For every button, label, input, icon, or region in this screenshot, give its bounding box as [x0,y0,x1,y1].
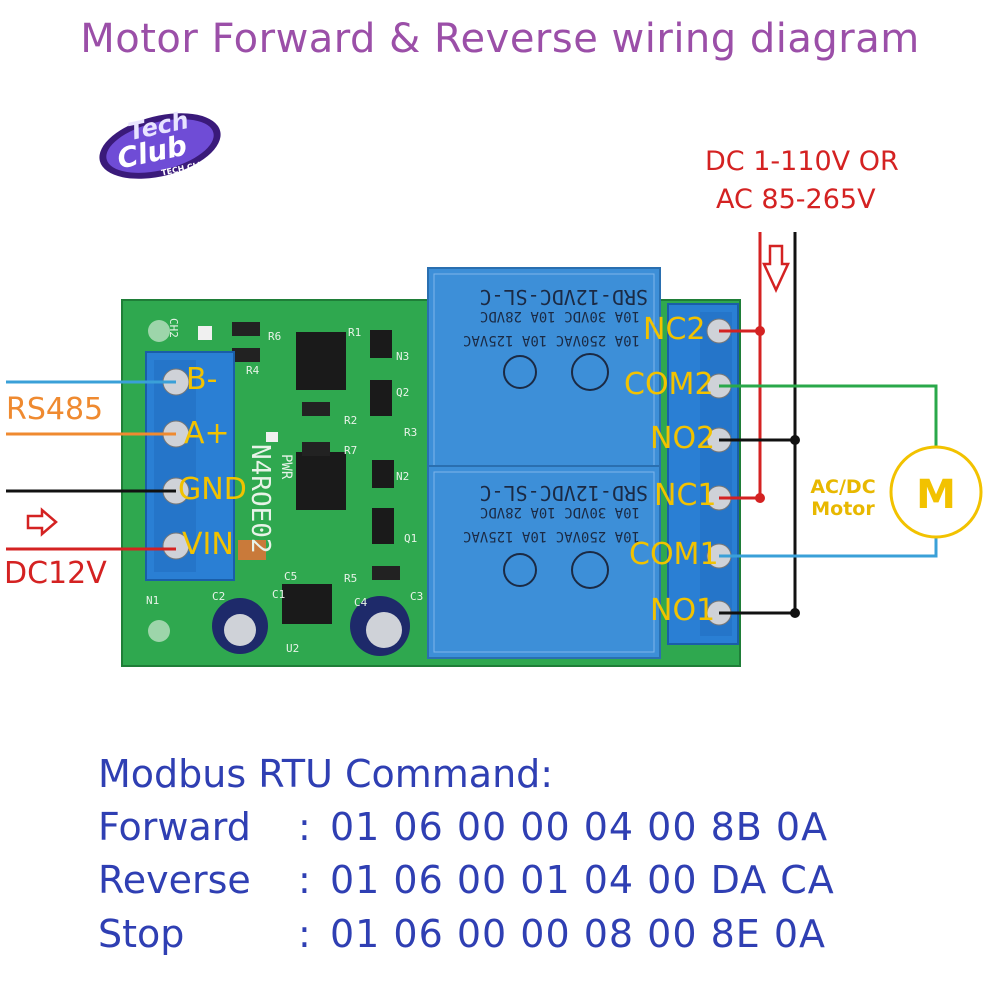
label-r5: R5 [344,572,357,585]
motor-symbol: M [916,472,956,518]
terminal-a-plus: A+ [184,416,230,451]
label-r6: R6 [268,330,281,343]
command-row-forward: Forward : 01 06 00 00 04 00 8B 0A [0,805,1000,855]
relay-2-rating-1: 10A 250VAC 10A 125VAC [463,332,640,348]
command-row-stop: Stop : 01 06 00 00 08 00 8E 0A [0,912,1000,962]
led-pwr [266,432,278,442]
relay-1-rating-2: 10A 30VDC 10A 28VDC [480,504,640,520]
mounting-hole [148,320,170,342]
board-model-text: N4ROE02 [245,444,275,554]
rs485-label: RS485 [6,392,104,427]
ic-chip [296,332,346,390]
terminal-no2: NO2 [650,421,716,456]
label-ch2: CH2 [167,318,180,338]
wire-com1-motor [719,538,938,558]
terminal-nc2: NC2 [643,312,706,347]
wiring-diagram: N4ROE02 PWR R1 R2 R3 R4 R5 R6 R7 N1 N2 N… [6,232,983,667]
transistor-n2 [372,460,394,488]
terminal-nc1: NC1 [654,478,717,513]
junction-nc1 [755,493,765,503]
command-bytes: 01 06 00 01 04 00 DA CA [330,858,835,902]
command-colon: : [298,858,311,902]
tech-club-logo: Tech Club TECH CLUB [99,106,221,179]
label-r7: R7 [344,444,357,457]
command-row-reverse: Reverse : 01 06 00 01 04 00 DA CA [0,858,1000,908]
resistor-r5 [372,566,400,580]
terminal-b-minus: B- [186,362,218,397]
relay-1-cert-mark [571,551,609,589]
relay-1 [427,465,661,659]
label-c2: C2 [212,590,225,603]
label-q2: Q2 [396,386,409,399]
terminal-vin: VIN [182,527,234,562]
screw-vin [162,532,190,560]
supply-label-line1: DC 1-110V OR [705,146,899,177]
command-bytes: 01 06 00 00 08 00 8E 0A [330,912,827,956]
modbus-header: Modbus RTU Command: [98,752,554,796]
ic-chip [296,452,346,510]
label-n3: N3 [396,350,409,363]
command-colon: : [298,805,311,849]
junction-nc2 [755,326,765,336]
resistor-r2 [302,402,330,416]
motor-label-line2: Motor [811,498,875,520]
relay-1-rating-1: 10A 250VAC 10A 125VAC [463,528,640,544]
capacitor-c5 [238,540,266,560]
capacitor-c3-top [366,612,402,648]
label-u2: U2 [286,642,299,655]
relay-2-rating-2: 10A 30VDC 10A 28VDC [480,308,640,324]
wire-com2-motor [719,384,938,446]
supply-label-line2: AC 85-265V [716,184,876,215]
junction-no2 [790,435,800,445]
motor-label-line1: AC/DC [810,476,876,498]
relay-2-ul-mark [503,355,537,389]
relay-1-model: SRD-12VDC-SL-C [479,481,648,505]
command-bytes: 01 06 00 00 04 00 8B 0A [330,805,829,849]
label-r4: R4 [246,364,260,377]
resistor-r6 [232,322,260,336]
command-name: Forward [98,805,251,849]
motor-circle [889,445,983,539]
relay-1-ul-mark [503,553,537,587]
label-r3: R3 [404,426,417,439]
label-r1: R1 [348,326,361,339]
led-ch2 [198,326,212,340]
motor-label: AC/DC Motor [793,476,893,520]
transistor-q2 [370,380,392,416]
label-n1: N1 [146,594,159,607]
command-colon: : [298,912,311,956]
transistor-n3 [370,330,392,358]
resistor-r4 [232,348,260,362]
regulator-u2 [282,584,332,624]
label-n2: N2 [396,470,409,483]
input-power-arrow [26,507,58,537]
relay-2 [427,267,661,479]
diagram-title: Motor Forward & Reverse wiring diagram [80,16,920,62]
relay-2-cert-mark [571,353,609,391]
label-q1: Q1 [404,532,417,545]
dc12v-label: DC12V [4,556,107,591]
label-c1: C1 [272,588,285,601]
junction-no1 [790,608,800,618]
label-r2: R2 [344,414,357,427]
terminal-gnd: GND [178,472,247,507]
label-c4: C4 [354,596,368,609]
terminal-no1: NO1 [650,593,716,628]
command-name: Reverse [98,858,251,902]
transistor-q1 [372,508,394,544]
mounting-hole [148,620,170,642]
board-pwr-text: PWR [278,454,294,480]
relay-2-model: SRD-12VDC-SL-C [479,285,648,309]
terminal-com1: COM1 [629,537,719,572]
supply-arrow [762,244,790,293]
label-c3: C3 [410,590,423,603]
terminal-com2: COM2 [624,367,714,402]
resistor-r7 [302,442,330,456]
capacitor-c2-top [224,614,256,646]
command-name: Stop [98,912,185,956]
label-c5: C5 [284,570,297,583]
